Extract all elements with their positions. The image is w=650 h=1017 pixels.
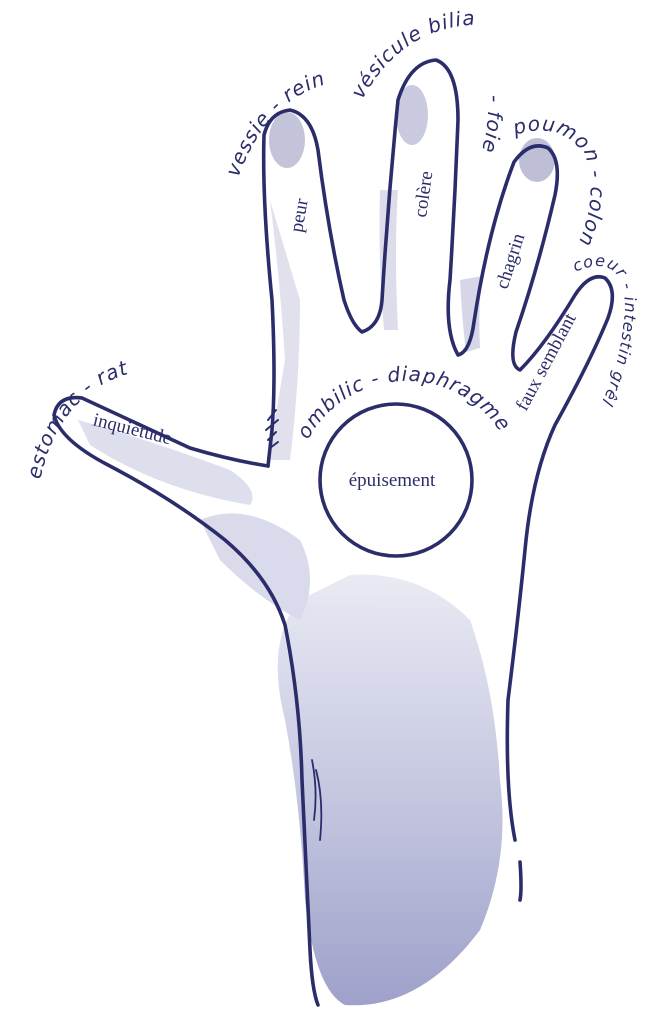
- palm-emotion-label: épuisement: [349, 470, 436, 491]
- index-emotion-label: peur: [286, 196, 313, 234]
- ring-emotion-label: chagrin: [492, 230, 530, 291]
- thumb-organ-label: estomac - rate: [0, 0, 131, 481]
- middle-emotion-label: colère: [410, 170, 437, 219]
- ring-organ-label: poumon - colon: [509, 111, 609, 250]
- palm-organ-label: ombilic - diaphragme: [292, 362, 517, 443]
- middle-organ-label-continued: - foie: [477, 95, 507, 156]
- index-organ-label: vessie - rein: [220, 66, 328, 180]
- watercolor-wash: [78, 85, 555, 1005]
